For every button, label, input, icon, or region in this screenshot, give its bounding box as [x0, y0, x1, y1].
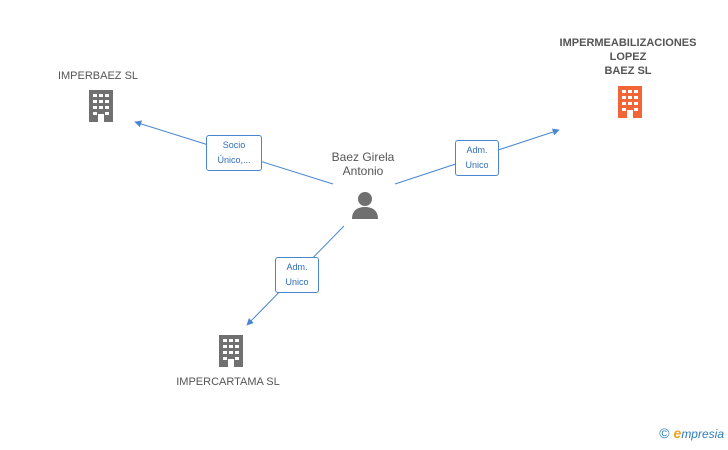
- edge-label-line1: Socio: [222, 140, 246, 150]
- brand-wordmark: empresia: [674, 425, 724, 441]
- company-label-impercartama[interactable]: IMPERCARTAMA SL: [176, 376, 280, 388]
- company-label-imperbaez[interactable]: IMPERBAEZ SL: [57, 70, 139, 82]
- building-icon[interactable]: [216, 333, 246, 369]
- edge-label-line2: Unico: [465, 160, 489, 170]
- building-icon[interactable]: [615, 84, 645, 120]
- brand-logo[interactable]: © empresia: [659, 425, 724, 441]
- company-label-line1: IMPERMEABILIZACIONES: [559, 37, 697, 49]
- company-label-line2: LOPEZ: [609, 51, 647, 63]
- building-icon[interactable]: [86, 88, 116, 124]
- edge-label-line2: Único,...: [217, 155, 251, 165]
- edge-label-socio-unico: Socio Único,...: [206, 135, 262, 171]
- edge-label-line1: Adm.: [286, 262, 308, 272]
- edge-label-line1: Adm.: [466, 145, 488, 155]
- person-label-line1: Baez Girela: [331, 150, 395, 164]
- copyright-icon: ©: [659, 425, 670, 441]
- edge-label-line2: Unico: [285, 277, 309, 287]
- edge-label-adm-unico: Adm. Unico: [455, 140, 499, 176]
- person-icon[interactable]: [350, 190, 380, 220]
- company-label-impermeabilizaciones[interactable]: IMPERMEABILIZACIONES LOPEZ BAEZ SL: [548, 36, 708, 78]
- edge-label-adm-unico: Adm. Unico: [275, 257, 319, 293]
- brand-name: mpresia: [681, 427, 724, 441]
- person-label-line2: Antonio: [342, 164, 384, 178]
- company-label-line3: BAEZ SL: [604, 65, 652, 77]
- person-label[interactable]: Baez Girela Antonio: [313, 150, 413, 178]
- brand-initial: e: [673, 425, 682, 441]
